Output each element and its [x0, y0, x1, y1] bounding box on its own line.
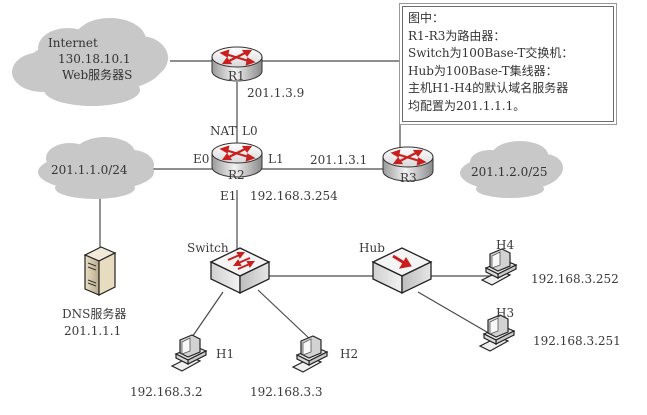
host-h4[interactable]: [480, 248, 518, 286]
hub-arrow-icon: [392, 254, 412, 269]
host-h2-ip: 192.168.3.3: [250, 385, 323, 399]
hub-label: Hub: [359, 241, 385, 255]
r2-nat-label: NAT: [210, 124, 237, 138]
dns-ip-label: 201.1.1.1: [64, 324, 122, 338]
note-line: 图中：: [408, 11, 445, 25]
cloud-net-201-1-2-0: [460, 141, 563, 198]
host-h2-name: H2: [340, 347, 359, 361]
router-r3-ip: 201.1.3.1: [310, 153, 368, 167]
host-h4-name: H4: [496, 238, 515, 252]
note-line: 主机H1-H4的默认域名服务器: [408, 81, 569, 95]
links: [99, 60, 496, 342]
internet-ip-label: 130.18.10.1: [58, 52, 131, 66]
r2-e1-label: E1: [220, 189, 237, 203]
host-h3[interactable]: [478, 314, 516, 352]
cloud-internet: [12, 18, 168, 106]
router-arrows-icon: [390, 149, 427, 166]
host-h3-name: H3: [496, 306, 515, 320]
r2-e0-label: E0: [193, 152, 210, 166]
router-r1-name: R1: [228, 69, 245, 83]
note-line: Hub为100Base-T集线器：: [408, 63, 558, 78]
web-server-label: Web服务器S: [62, 68, 133, 82]
link-hub-h3: [417, 291, 493, 336]
switch-arrows-icon: [227, 252, 255, 270]
switch-label: Switch: [187, 241, 229, 255]
host-h1[interactable]: [170, 334, 208, 372]
router-arrows-icon: [219, 49, 256, 66]
host-h3-ip: 192.168.3.251: [533, 334, 621, 348]
router-r2-name: R2: [228, 168, 245, 182]
note-line: 均配置为201.1.1.1。: [408, 98, 526, 113]
note-line: Switch为100Base-T交换机：: [408, 46, 574, 60]
dns-server[interactable]: [83, 246, 117, 296]
switch-device[interactable]: [209, 247, 271, 295]
host-h1-ip: 192.168.3.2: [130, 385, 203, 399]
r2-l1-label: L1: [268, 152, 284, 166]
r2-e1-ip: 192.168.3.254: [250, 189, 338, 203]
host-h4-ip: 192.168.3.252: [531, 272, 619, 286]
hub-device[interactable]: [371, 247, 433, 295]
router-r3-name: R3: [400, 171, 417, 185]
router-arrows-icon: [219, 145, 256, 162]
server-slots-icon: [87, 262, 97, 287]
net-left-label: 201.1.1.0/24: [51, 163, 128, 177]
router-r2[interactable]: [211, 142, 263, 178]
dns-name-label: DNS服务器: [62, 307, 127, 321]
net-right-label: 201.1.2.0/25: [471, 165, 548, 179]
host-h1-name: H1: [216, 347, 235, 361]
router-r3[interactable]: [382, 146, 434, 182]
legend-note: 图中： R1-R3为路由器： Switch为100Base-T交换机： Hub为…: [402, 6, 614, 122]
router-r1-ip: 201.1.3.9: [247, 86, 305, 100]
host-h2[interactable]: [291, 335, 329, 373]
link-r1-r3: [262, 60, 401, 158]
link-switch-h2: [257, 289, 313, 342]
r2-l0-label: L0: [242, 124, 258, 138]
link-switch-h1: [189, 291, 224, 341]
cloud-net-201-1-1-0: [38, 137, 154, 199]
note-line: R1-R3为路由器：: [408, 28, 506, 43]
router-r1[interactable]: [211, 46, 263, 82]
internet-label: Internet: [48, 36, 98, 50]
